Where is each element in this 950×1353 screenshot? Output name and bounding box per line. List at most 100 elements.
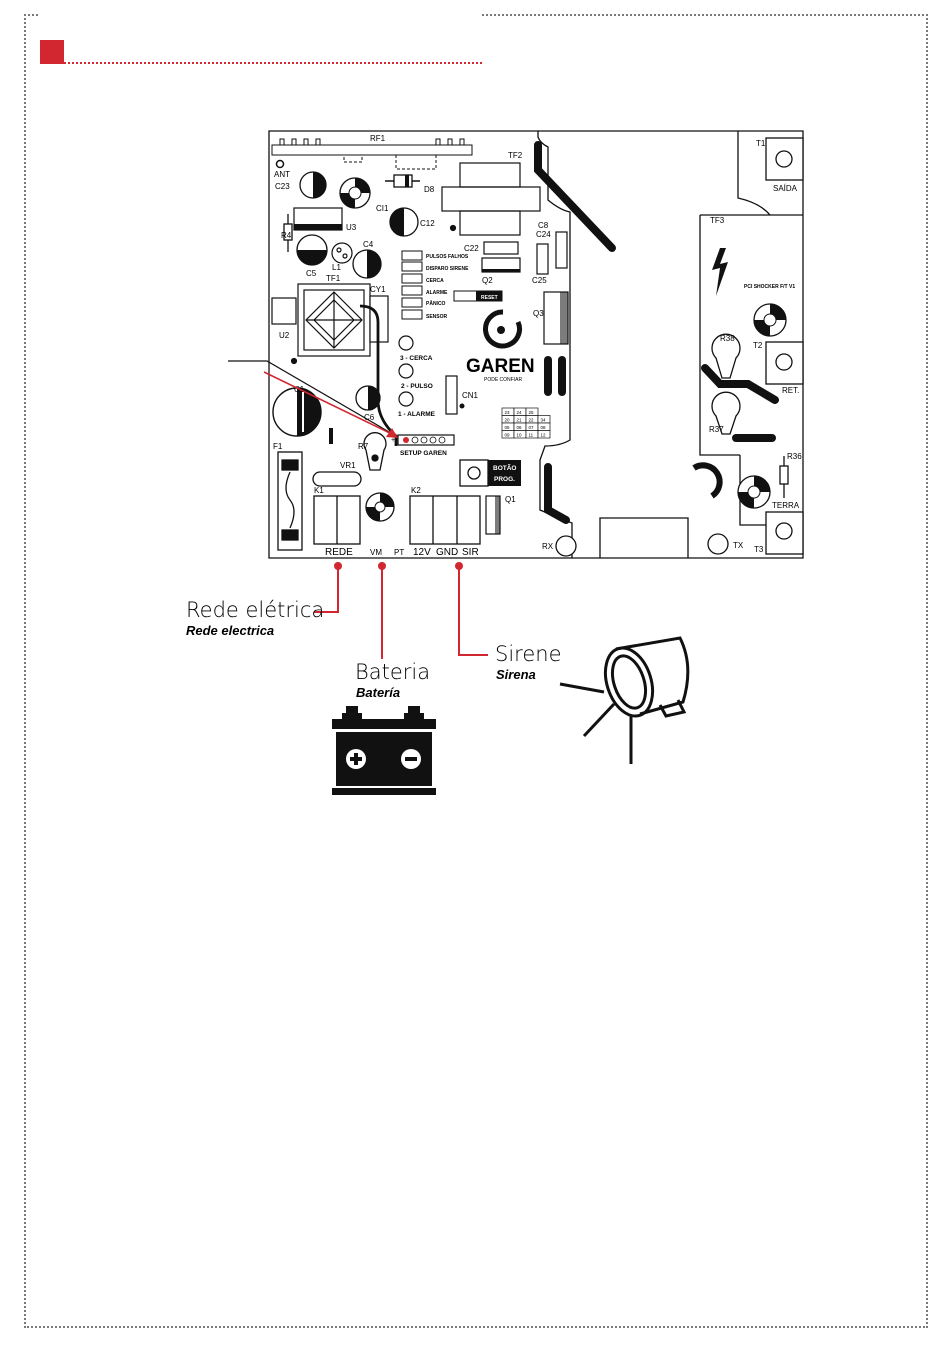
dip-cell-label: 10 — [517, 432, 523, 437]
status-led-block — [401, 250, 423, 320]
ref-d8: D8 — [424, 185, 435, 194]
dip-cell-label: 22 — [529, 417, 535, 422]
terminal-gnd: GND — [436, 547, 458, 558]
ref-q1: Q1 — [505, 495, 516, 504]
rf1-connector — [271, 138, 473, 170]
terminal-pt: PT — [394, 548, 404, 557]
c1-marker — [329, 428, 333, 444]
ref-tf3: TF3 — [710, 216, 725, 225]
shock-trace — [692, 462, 723, 499]
prog-label-1: BOTÃO — [493, 463, 516, 472]
ref-t1: T1 — [756, 139, 766, 148]
fuse-f1 — [277, 451, 303, 551]
ref-tf1: TF1 — [326, 274, 341, 283]
page-frame-top-left — [24, 14, 38, 16]
led-label-cerca: CERCA — [426, 278, 444, 284]
reset-jumper — [453, 290, 503, 302]
dip-cell-label: 25 — [529, 410, 535, 415]
chip-ci1 — [339, 177, 371, 209]
ref-c25: C25 — [532, 276, 547, 285]
transistor-q2 — [481, 257, 521, 273]
section-rule — [64, 62, 482, 64]
terminal-t2 — [765, 341, 804, 385]
dip-cell-label: 23 — [505, 410, 511, 415]
prog-button — [459, 459, 521, 487]
ref-saida: SAÍDA — [773, 184, 798, 193]
label-rede-es: Rede electrica — [186, 623, 274, 638]
ref-c8: C8 — [538, 221, 549, 230]
pad-tx — [707, 533, 729, 555]
dip-cell-label: 12 — [541, 432, 547, 437]
dip-cell-label: 09 — [505, 432, 511, 437]
ref-r7: R7 — [358, 442, 369, 451]
ref-tf2: TF2 — [508, 151, 523, 160]
transistor-q3 — [543, 291, 569, 345]
antenna-pad — [275, 159, 285, 169]
garen-logo — [483, 309, 522, 349]
terminal-12v: 12V — [413, 547, 431, 558]
ref-cn1: CN1 — [462, 391, 479, 400]
battery-icon — [332, 706, 436, 795]
ref-q3: Q3 — [533, 309, 544, 318]
led-label-disparo: DISPARO SIRENE — [426, 266, 469, 272]
label-bateria-es: Batería — [356, 685, 400, 700]
transistor-q1 — [485, 495, 501, 535]
siren-icon — [559, 636, 690, 764]
terminal-t1 — [765, 137, 804, 181]
label-bateria-pt: Bateria — [355, 660, 430, 684]
setup-pointer — [228, 360, 398, 438]
brand-name: GAREN — [466, 356, 535, 377]
callout-lines — [314, 566, 488, 659]
dip-cell-label: 20 — [505, 417, 511, 422]
transformer-tf1 — [290, 283, 371, 365]
mode-leds — [398, 335, 414, 407]
ref-ant: ANT — [274, 170, 290, 179]
reset-label: RESET — [481, 295, 498, 301]
mode-label-cerca: 3 - CERCA — [400, 355, 433, 362]
dip-cell-label: 24 — [517, 410, 523, 415]
led-label-alarme: ALARME — [426, 290, 448, 296]
resistor-r4 — [283, 214, 293, 252]
capacitor-c5 — [296, 234, 328, 266]
terminal-rede: REDE — [325, 547, 353, 558]
ref-ci1: CI1 — [376, 204, 389, 213]
ref-c5: C5 — [306, 269, 317, 278]
ref-t2: T2 — [753, 341, 763, 350]
capacitor-c12 — [389, 207, 419, 237]
mode-label-pulso: 2 - PULSO — [401, 383, 433, 390]
transformer-tf2 — [441, 162, 541, 236]
capacitor-c1 — [272, 387, 322, 437]
resistor-r36 — [779, 456, 789, 498]
dip-cell-label: 05 — [505, 425, 511, 430]
ref-c22: C22 — [464, 244, 479, 253]
ref-q2: Q2 — [482, 276, 493, 285]
led-label-sensor: SENSOR — [426, 314, 448, 320]
ref-c23: C23 — [275, 182, 290, 191]
capacitor-c24 — [555, 231, 568, 269]
dip-cell-label: 06 — [517, 425, 523, 430]
ref-l1: L1 — [332, 263, 341, 272]
mode-label-alarme: 1 - ALARME — [398, 411, 436, 418]
dip-cell-label: 11 — [529, 432, 534, 437]
rotary-switch — [753, 303, 787, 337]
setup-header — [397, 434, 455, 446]
ref-r36: R36 — [787, 452, 802, 461]
ref-u2: U2 — [279, 331, 290, 340]
ref-r4: R4 — [281, 231, 292, 240]
resistor-r38 — [711, 333, 741, 379]
page-frame — [24, 14, 928, 1328]
connector-cn1 — [445, 375, 458, 415]
dip-cell-label: 08 — [541, 425, 547, 430]
ref-r38: R38 — [720, 334, 735, 343]
ref-terra: TERRA — [772, 501, 800, 510]
ref-t3: T3 — [754, 545, 764, 554]
label-rede-pt: Rede elétrica — [186, 598, 324, 622]
capacitor-c25 — [536, 243, 549, 275]
inductor-l1 — [331, 242, 353, 264]
terminal-k1 — [313, 495, 361, 545]
lightning-bolt-icon — [712, 248, 728, 296]
terminal-sir: SIR — [462, 547, 479, 558]
label-sirene-pt: Sirene — [495, 642, 562, 666]
